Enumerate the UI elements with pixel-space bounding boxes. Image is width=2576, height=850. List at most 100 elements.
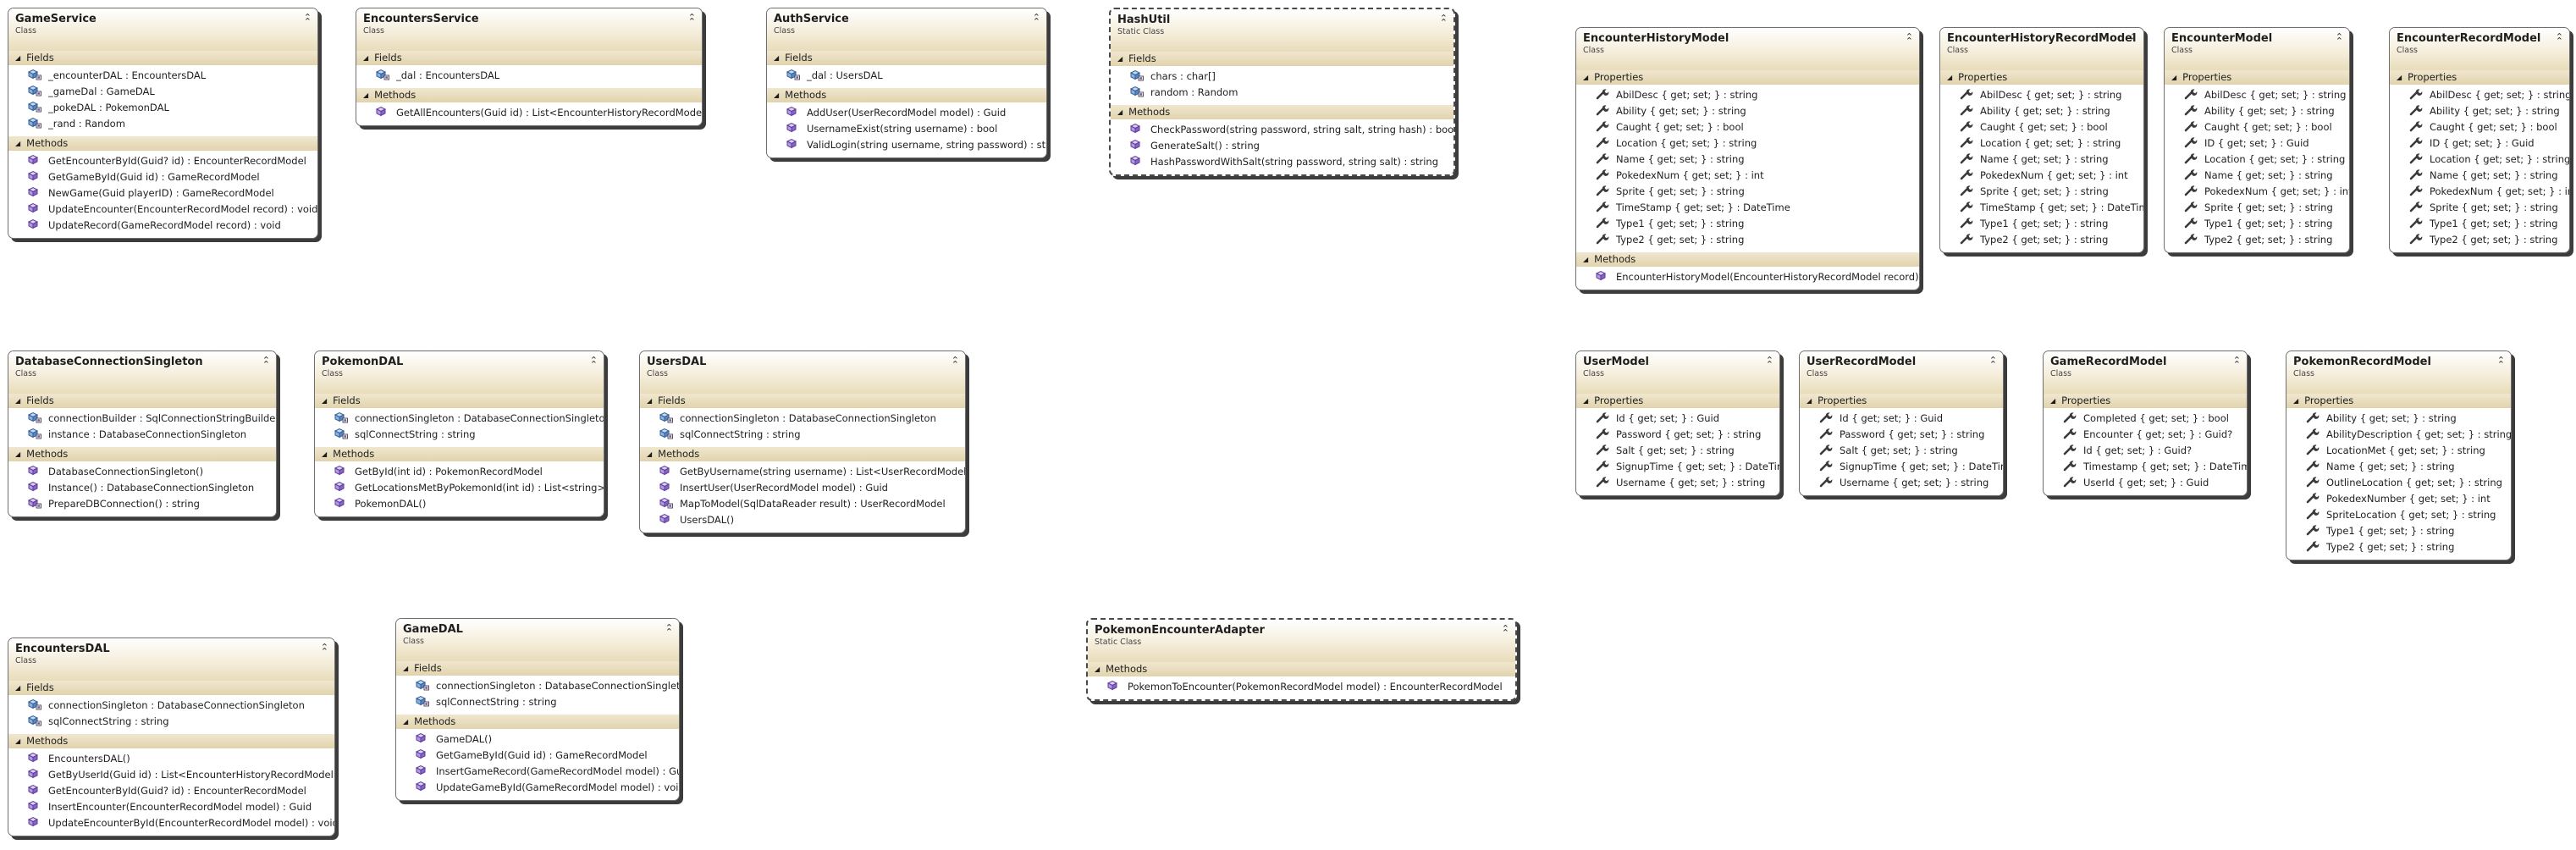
collapse-triangle-icon[interactable]: ◢ [1583,74,1589,81]
collapse-chevron-icon[interactable]: ⌃⌃ [1989,355,1997,370]
property-sprite-get-set-string[interactable]: Sprite { get; set; } : string [1576,184,1919,200]
method-updaterecord[interactable]: UpdateRecord(GameRecordModel record) : v… [8,218,317,234]
field-connectionsingleton-databaseconnectionsingleton[interactable]: connectionSingleton : DatabaseConnection… [396,678,679,694]
method-preparedbconnection[interactable]: PrepareDBConnection() : string [8,496,276,512]
property-ability-get-set-string[interactable]: Ability { get; set; } : string [1940,103,2143,119]
property-id-get-set-guid[interactable]: Id { get; set; } : Guid? [2044,443,2247,459]
property-ability-get-set-string[interactable]: Ability { get; set; } : string [1576,103,1919,119]
method-insertencounter[interactable]: InsertEncounter(EncounterRecordModel mod… [8,799,334,815]
properties-section-header[interactable]: ◢Properties [2044,394,2247,408]
methods-section-header[interactable]: ◢Methods [8,136,317,151]
fields-section-header[interactable]: ◢Fields [640,394,965,408]
methods-section-header[interactable]: ◢Methods [1111,105,1453,119]
method-usersdal[interactable]: UsersDAL() [640,512,965,528]
fields-section-header[interactable]: ◢Fields [315,394,604,408]
collapse-chevron-icon[interactable]: ⌃⌃ [2335,31,2343,47]
properties-section-header[interactable]: ◢Properties [1800,394,2003,408]
methods-section-header[interactable]: ◢Methods [8,447,276,461]
fields-section-header[interactable]: ◢Fields [8,681,334,695]
property-password-get-set-string[interactable]: Password { get; set; } : string [1576,427,1779,443]
method-getallencounters[interactable]: GetAllEncounters(Guid id) : List<Encount… [356,105,702,121]
property-location-get-set-string[interactable]: Location { get; set; } : string [2165,152,2349,168]
property-pokedexnum-get-set-int[interactable]: PokedexNum { get; set; } : int [2390,184,2569,200]
properties-section-header[interactable]: ◢Properties [1576,70,1919,85]
property-locationmet-get-set-string[interactable]: LocationMet { get; set; } : string [2286,443,2511,459]
method-getlocationsmetbypokemonid[interactable]: GetLocationsMetByPokemonId(int id) : Lis… [315,480,604,496]
method-generatesalt[interactable]: GenerateSalt() : string [1111,138,1453,154]
method-getencounterbyid[interactable]: GetEncounterById(Guid? id) : EncounterRe… [8,783,334,799]
methods-section-header[interactable]: ◢Methods [356,88,702,102]
property-spritelocation-get-set-string[interactable]: SpriteLocation { get; set; } : string [2286,507,2511,523]
property-username-get-set-string[interactable]: Username { get; set; } : string [1800,475,2003,491]
property-type1-get-set-string[interactable]: Type1 { get; set; } : string [1576,216,1919,232]
collapse-chevron-icon[interactable]: ⌃⌃ [303,12,312,27]
field-gamedal-gamedal[interactable]: _gameDal : GameDAL [8,84,317,100]
method-pokemondal[interactable]: PokemonDAL() [315,496,604,512]
collapse-triangle-icon[interactable]: ◢ [322,450,328,458]
property-id-get-set-guid[interactable]: ID { get; set; } : Guid [2165,135,2349,152]
fields-section-header[interactable]: ◢Fields [396,661,679,676]
field-connectionsingleton-databaseconnectionsingleton[interactable]: connectionSingleton : DatabaseConnection… [640,411,965,427]
collapse-triangle-icon[interactable]: ◢ [15,140,21,147]
field-sqlconnectstring-string[interactable]: sqlConnectString : string [396,694,679,710]
property-name-get-set-string[interactable]: Name { get; set; } : string [2390,168,2569,184]
collapse-chevron-icon[interactable]: ⌃⌃ [951,355,959,370]
property-sprite-get-set-string[interactable]: Sprite { get; set; } : string [2165,200,2349,216]
property-type2-get-set-string[interactable]: Type2 { get; set; } : string [2286,539,2511,555]
methods-section-header[interactable]: ◢Methods [396,715,679,729]
collapse-triangle-icon[interactable]: ◢ [2171,74,2177,81]
fields-section-header[interactable]: ◢Fields [8,51,317,65]
property-id-get-set-guid[interactable]: Id { get; set; } : Guid [1800,411,2003,427]
collapse-triangle-icon[interactable]: ◢ [1583,256,1589,263]
collapse-chevron-icon[interactable]: ⌃⌃ [2232,355,2241,370]
property-abildesc-get-set-string[interactable]: AbilDesc { get; set; } : string [1576,87,1919,103]
collapse-triangle-icon[interactable]: ◢ [1583,397,1589,405]
method-databaseconnectionsingleton[interactable]: DatabaseConnectionSingleton() [8,464,276,480]
collapse-chevron-icon[interactable]: ⌃⌃ [1032,12,1040,27]
property-userid-get-set-guid[interactable]: UserId { get; set; } : Guid [2044,475,2247,491]
properties-section-header[interactable]: ◢Properties [2390,70,2569,85]
collapse-triangle-icon[interactable]: ◢ [363,91,369,99]
method-getencounterbyid[interactable]: GetEncounterById(Guid? id) : EncounterRe… [8,153,317,169]
property-type2-get-set-string[interactable]: Type2 { get; set; } : string [1576,232,1919,248]
property-abildesc-get-set-string[interactable]: AbilDesc { get; set; } : string [2390,87,2569,103]
field-connectionsingleton-databaseconnectionsingleton[interactable]: connectionSingleton : DatabaseConnection… [315,411,604,427]
property-caught-get-set-bool[interactable]: Caught { get; set; } : bool [2165,119,2349,135]
fields-section-header[interactable]: ◢Fields [767,51,1046,65]
collapse-triangle-icon[interactable]: ◢ [774,54,780,62]
methods-section-header[interactable]: ◢Methods [315,447,604,461]
method-insertuser[interactable]: InsertUser(UserRecordModel model) : Guid [640,480,965,496]
field-instance-databaseconnectionsingleton[interactable]: instance : DatabaseConnectionSingleton [8,427,276,443]
property-type1-get-set-string[interactable]: Type1 { get; set; } : string [2286,523,2511,539]
property-type2-get-set-string[interactable]: Type2 { get; set; } : string [2165,232,2349,248]
field-random-random[interactable]: random : Random [1111,85,1453,101]
property-username-get-set-string[interactable]: Username { get; set; } : string [1576,475,1779,491]
property-password-get-set-string[interactable]: Password { get; set; } : string [1800,427,2003,443]
property-ability-get-set-string[interactable]: Ability { get; set; } : string [2165,103,2349,119]
collapse-chevron-icon[interactable]: ⌃⌃ [1439,13,1448,28]
collapse-triangle-icon[interactable]: ◢ [1117,108,1123,116]
collapse-chevron-icon[interactable]: ⌃⌃ [262,355,270,370]
collapse-chevron-icon[interactable]: ⌃⌃ [2555,31,2563,47]
property-salt-get-set-string[interactable]: Salt { get; set; } : string [1800,443,2003,459]
fields-section-header[interactable]: ◢Fields [1111,52,1453,66]
method-updateencounterbyid[interactable]: UpdateEncounterById(EncounterRecordModel… [8,815,334,831]
property-pokedexnum-get-set-int[interactable]: PokedexNum { get; set; } : int [2165,184,2349,200]
property-type2-get-set-string[interactable]: Type2 { get; set; } : string [2390,232,2569,248]
collapse-chevron-icon[interactable]: ⌃⌃ [687,12,696,27]
method-maptomodel[interactable]: MapToModel(SqlDataReader result) : UserR… [640,496,965,512]
